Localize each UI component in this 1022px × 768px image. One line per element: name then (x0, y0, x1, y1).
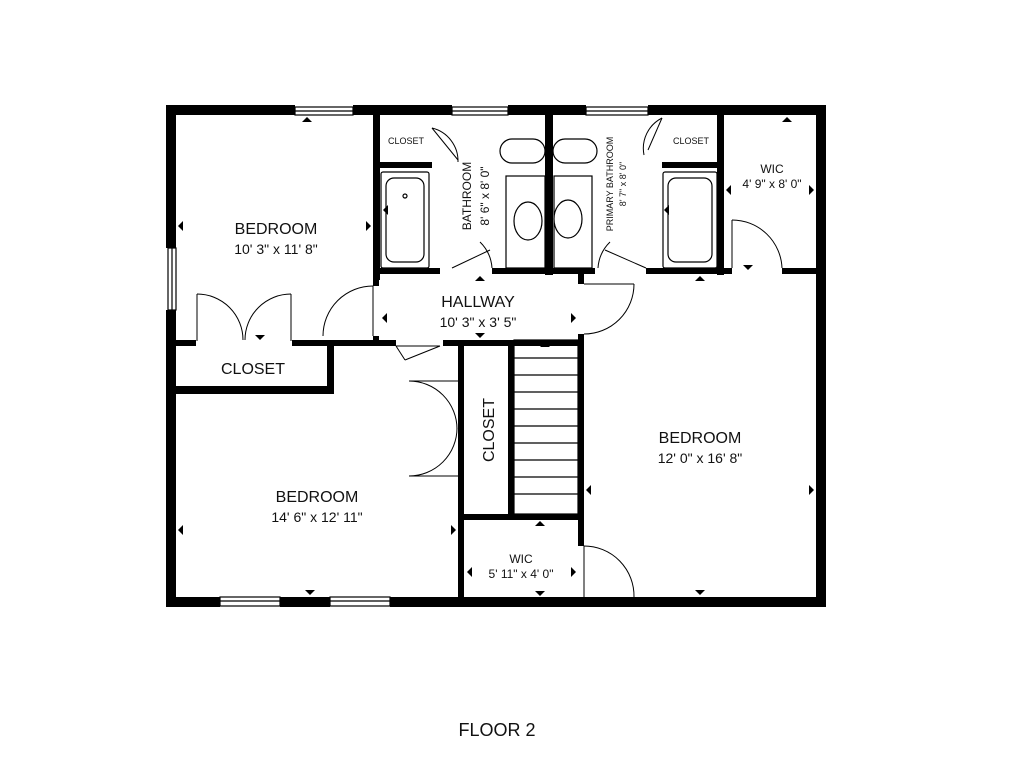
doors (196, 117, 783, 598)
wic-ne-name: WIC (760, 162, 784, 176)
primary-bathroom-name: PRIMARY BATHROOM (605, 137, 615, 232)
wic-s-dims: 5' 11" x 4' 0" (489, 567, 554, 581)
bedroom-e-dims: 12' 0" x 16' 8" (658, 450, 743, 466)
hallway-dims: 10' 3" x 3' 5" (440, 314, 517, 330)
bathroom-fixtures (380, 138, 718, 269)
hallway-name: HALLWAY (441, 294, 515, 311)
floor-label: FLOOR 2 (458, 720, 535, 740)
bathroom-dims: 8' 6" x 8' 0" (478, 166, 492, 225)
bedroom-e-name: BEDROOM (659, 430, 742, 447)
bedroom-sw-dims: 14' 6" x 12' 11" (271, 509, 362, 525)
bedroom-nw-name: BEDROOM (235, 221, 318, 238)
staircase (513, 339, 579, 515)
walls (166, 105, 826, 607)
closet-w-label: CLOSET (221, 361, 285, 378)
bedroom-sw-name: BEDROOM (276, 489, 359, 506)
closet-center-label: CLOSET (481, 398, 498, 462)
dimension-markers (178, 117, 814, 596)
primary-bathroom-dims: 8' 7" x 8' 0" (618, 162, 628, 206)
room-labels: BEDROOM 10' 3" x 11' 8" CLOSET BATHROOM … (221, 136, 802, 581)
closet-bath-label: CLOSET (388, 136, 425, 146)
bedroom-nw-dims: 10' 3" x 11' 8" (234, 241, 318, 257)
wic-ne-dims: 4' 9" x 8' 0" (742, 177, 801, 191)
bathroom-name: BATHROOM (460, 162, 474, 230)
wic-s-name: WIC (509, 552, 533, 566)
closet-primary-label: CLOSET (673, 136, 710, 146)
